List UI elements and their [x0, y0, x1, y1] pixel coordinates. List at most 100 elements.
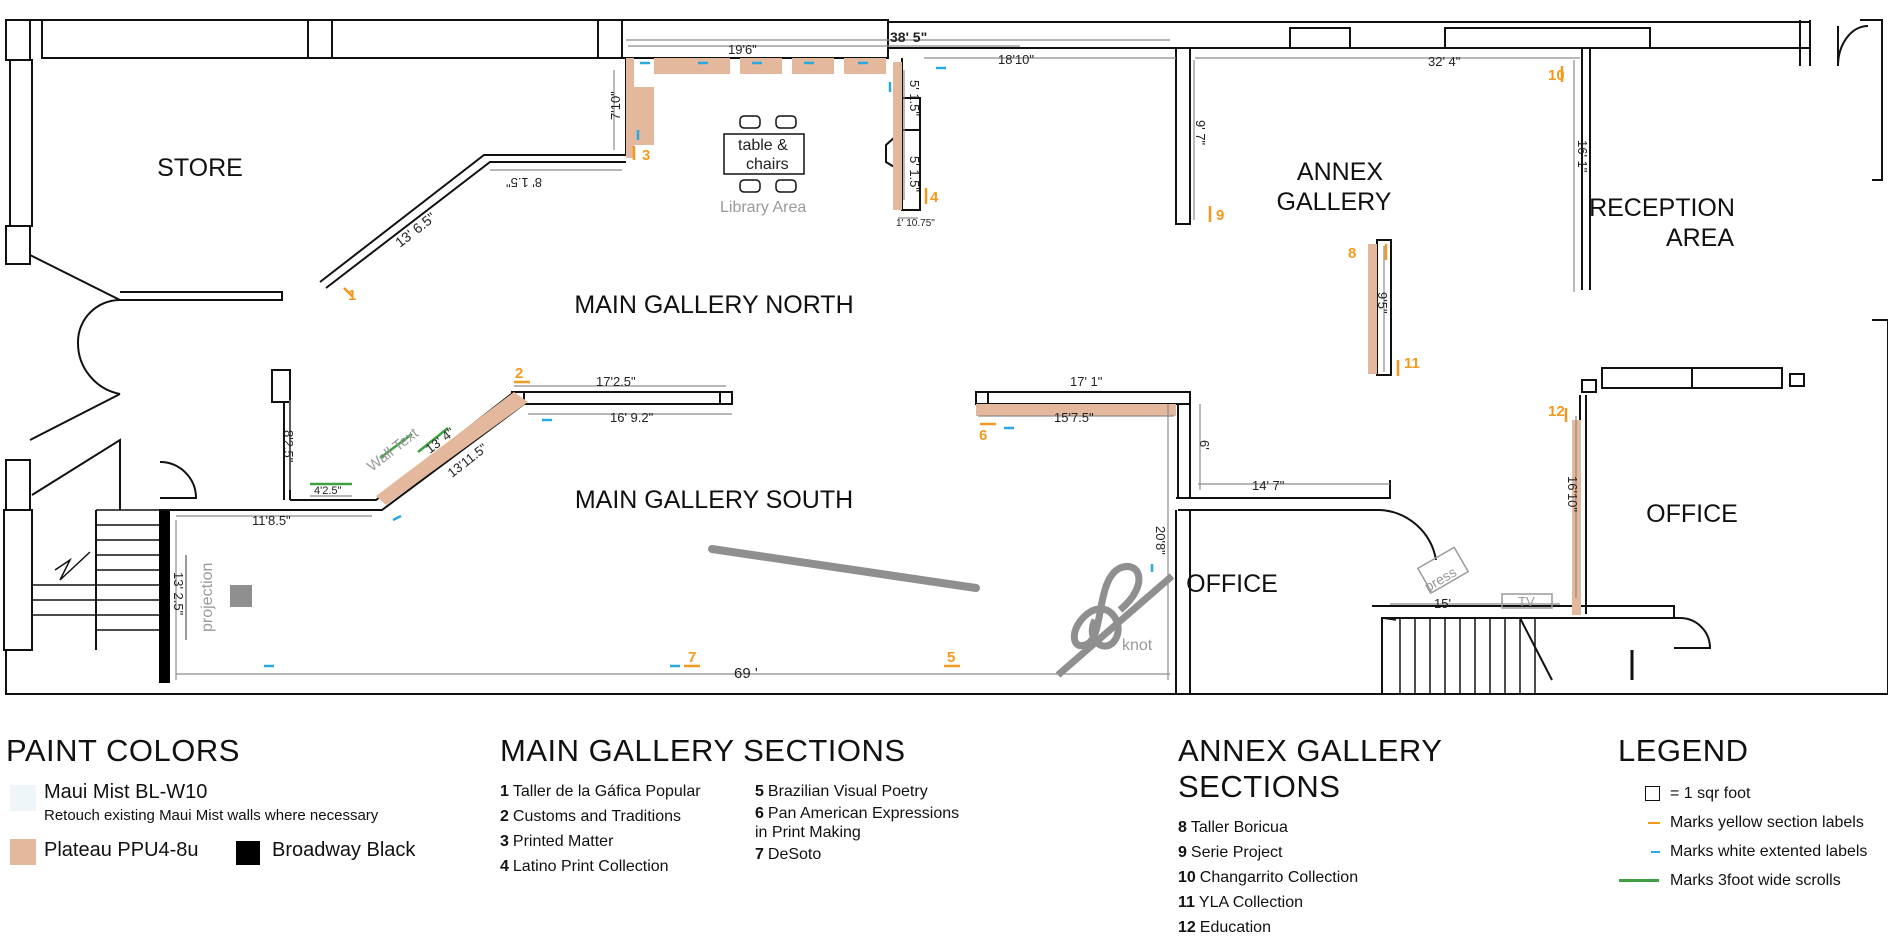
- dim-16-92: 16' 9.2": [610, 410, 654, 425]
- section-marker-3: 3: [642, 147, 650, 164]
- broadway-black-name: Broadway Black: [272, 839, 416, 861]
- plateau-swatch: [10, 839, 36, 865]
- label-annex-1: ANNEX: [1297, 158, 1383, 186]
- dim-20-8: 20'8": [1153, 526, 1168, 555]
- section-marker-8: 8: [1348, 245, 1356, 262]
- section-marker-11: 11: [1404, 355, 1420, 372]
- section-marker-1: 1: [348, 287, 356, 304]
- label-office-left: OFFICE: [1186, 570, 1278, 598]
- square-icon: [1618, 786, 1660, 801]
- dimension-lines: [175, 39, 1580, 680]
- dim-17-1: 17' 1": [1070, 374, 1103, 389]
- legend-green-text: Marks 3foot wide scrolls: [1670, 871, 1841, 889]
- dim-1-1075: 1' 10.75": [896, 218, 935, 229]
- dim-9-5: 9'5": [1375, 292, 1390, 314]
- paint-colors: PAINT COLORS Maui Mist BL-W10 Retouch ex…: [6, 733, 466, 871]
- section-marker-4: 4: [930, 189, 939, 206]
- section-marker-10: 10: [1548, 67, 1565, 84]
- dim-8-15: 8' 1.5": [506, 175, 542, 190]
- dim-8-25: 8'2.5": [281, 430, 296, 463]
- dim-4-25: 4'2.5": [314, 485, 342, 497]
- dim-16-1: 16' 1": [1575, 140, 1590, 173]
- legend-yellow-row: Marks yellow section labels: [1618, 808, 1886, 837]
- table-label-2: chairs: [746, 156, 789, 173]
- dim-7-10: 7'10": [608, 91, 623, 120]
- green-line-icon: [1618, 879, 1660, 882]
- projection-label: projection: [199, 563, 216, 632]
- green-scrolls: [310, 427, 449, 486]
- dim-6: 6': [1197, 440, 1212, 450]
- label-reception-2: AREA: [1666, 224, 1734, 252]
- table-and-chairs: [723, 115, 805, 193]
- section-marker-5: 5: [947, 649, 955, 666]
- section-marker-2: 2: [515, 365, 523, 382]
- blue-markers: [264, 61, 1154, 668]
- dim-17-25: 17'2.5": [596, 374, 636, 389]
- legend: LEGEND = 1 sqr foot Marks yellow section…: [1618, 733, 1886, 895]
- legend-yellow-text: Marks yellow section labels: [1670, 813, 1864, 831]
- dim-14-7: 14' 7": [1252, 478, 1285, 493]
- walls: [3, 19, 1888, 695]
- table-label-1: table &: [738, 137, 788, 154]
- section-marker-12: 12: [1548, 403, 1565, 420]
- dim-9-7: 9' 7": [1193, 120, 1208, 146]
- section-marker-9: 9: [1216, 207, 1224, 224]
- dim-5-15a: 5' 1.5": [907, 80, 922, 116]
- annex-sections-title: ANNEX GALLERY SECTIONS: [1178, 733, 1442, 804]
- maui-mist-name: Maui Mist BL-W10: [44, 781, 208, 803]
- dim-13-25: 13' 2.5": [171, 572, 186, 616]
- legend-title: LEGEND: [1618, 733, 1749, 768]
- main-sections-title: MAIN GALLERY SECTIONS: [500, 733, 906, 768]
- dim-19-6: 19'6": [728, 42, 757, 57]
- hanging-rod: [708, 545, 980, 592]
- dim-13-65: 13' 6.5": [392, 209, 439, 250]
- maui-mist-swatch: [10, 785, 36, 811]
- projection-square: [230, 585, 252, 607]
- dim-18-10: 18'10": [998, 52, 1034, 67]
- dim-15: 15': [1434, 596, 1451, 611]
- label-reception-1: RECEPTION: [1589, 194, 1735, 222]
- plateau-name: Plateau PPU4-8u: [44, 839, 199, 861]
- dim-15-75: 15'7.5": [1054, 410, 1094, 425]
- dim-32-4: 32' 4": [1428, 54, 1461, 69]
- dim-16-10: 16'10": [1565, 476, 1580, 512]
- plateau-bands: [376, 58, 1581, 615]
- tv-label: TV: [1518, 594, 1535, 609]
- yellow-markers: [343, 66, 1568, 668]
- press-icon: [1416, 546, 1553, 609]
- press-label: press: [1422, 564, 1460, 595]
- library-label: Library Area: [720, 199, 806, 216]
- label-store: STORE: [157, 154, 243, 182]
- broadway-black-swatch: [236, 841, 260, 865]
- label-annex-2: GALLERY: [1277, 188, 1392, 216]
- floor-plan: STORE MAIN GALLERY NORTH MAIN GALLERY SO…: [3, 19, 1888, 695]
- legend-white-row: Marks white extented labels: [1618, 837, 1886, 866]
- paint-title: PAINT COLORS: [6, 733, 240, 768]
- legend-square-row: = 1 sqr foot: [1618, 779, 1886, 808]
- knot-label: knot: [1122, 637, 1153, 654]
- section-marker-6: 6: [979, 427, 987, 444]
- knot-drawing: [1055, 563, 1175, 678]
- dim-69: 69 ': [734, 665, 758, 682]
- wall-text-label: Wall Text: [364, 424, 422, 475]
- dim-top-total: 38' 5": [890, 29, 927, 45]
- list-item: in Print Making: [755, 824, 861, 841]
- yellow-dash-icon: [1618, 821, 1660, 824]
- section-marker-7: 7: [688, 649, 696, 666]
- legend-green-row: Marks 3foot wide scrolls: [1618, 866, 1886, 895]
